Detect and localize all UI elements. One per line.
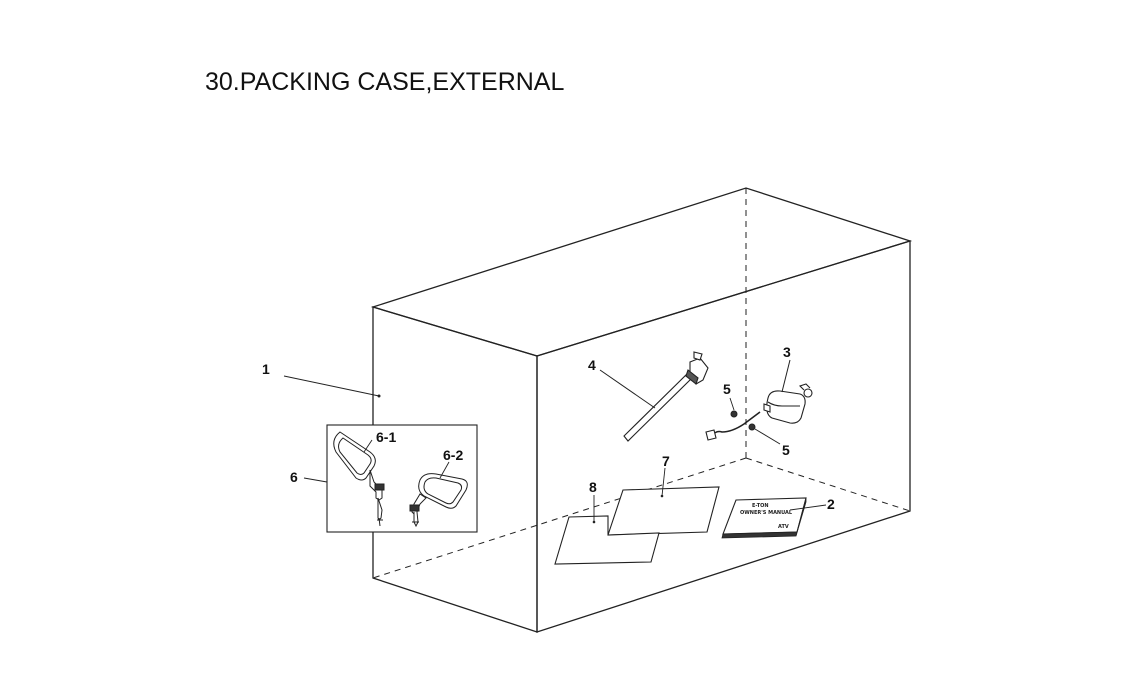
leader-4 [599, 369, 656, 409]
manual-model: ATV [778, 524, 789, 530]
callout-4: 4 [588, 357, 596, 373]
callout-6: 6 [290, 469, 298, 485]
callout-3: 3 [783, 344, 791, 360]
sheet-8 [554, 515, 660, 565]
sheet-7 [607, 486, 720, 536]
manual-title: OWNER'S MANUAL [740, 510, 793, 516]
leader-5a [729, 397, 735, 411]
leader-7 [661, 467, 666, 497]
leader-7-dot [660, 494, 664, 498]
tool-rod-icon [623, 351, 709, 442]
page-title: 30.PACKING CASE,EXTERNAL [205, 68, 565, 96]
callout-5-lower: 5 [782, 442, 790, 458]
case-front-face [536, 240, 911, 633]
callout-6-1: 6-1 [376, 429, 396, 445]
packing-case-box [370, 187, 913, 633]
owners-manual: E-TON OWNER'S MANUAL ATV [721, 497, 807, 539]
mirror-right-icon [409, 473, 468, 528]
leader-2 [789, 504, 827, 511]
case-hidden-edge-back [745, 457, 911, 512]
leader-6-1 [363, 439, 373, 453]
leader-6-2 [439, 461, 450, 479]
leader-3 [781, 359, 791, 393]
callout-6-2: 6-2 [443, 447, 463, 463]
case-top-face [370, 187, 913, 357]
callout-7: 7 [662, 453, 670, 469]
leader-8-dot [592, 520, 596, 524]
leader-5b [754, 428, 781, 445]
screw-lower-icon [748, 423, 756, 431]
tail-light-icon [705, 383, 813, 441]
callout-5-upper: 5 [723, 381, 731, 397]
leader-1 [283, 375, 380, 397]
leader-6 [303, 477, 328, 483]
callout-2: 2 [827, 496, 835, 512]
callout-1: 1 [262, 361, 270, 377]
screw-upper-icon [730, 410, 738, 418]
mirror-left-icon [333, 431, 385, 527]
callout-8: 8 [589, 479, 597, 495]
manual-brand: E-TON [752, 503, 769, 509]
leader-1-dot [377, 394, 381, 398]
